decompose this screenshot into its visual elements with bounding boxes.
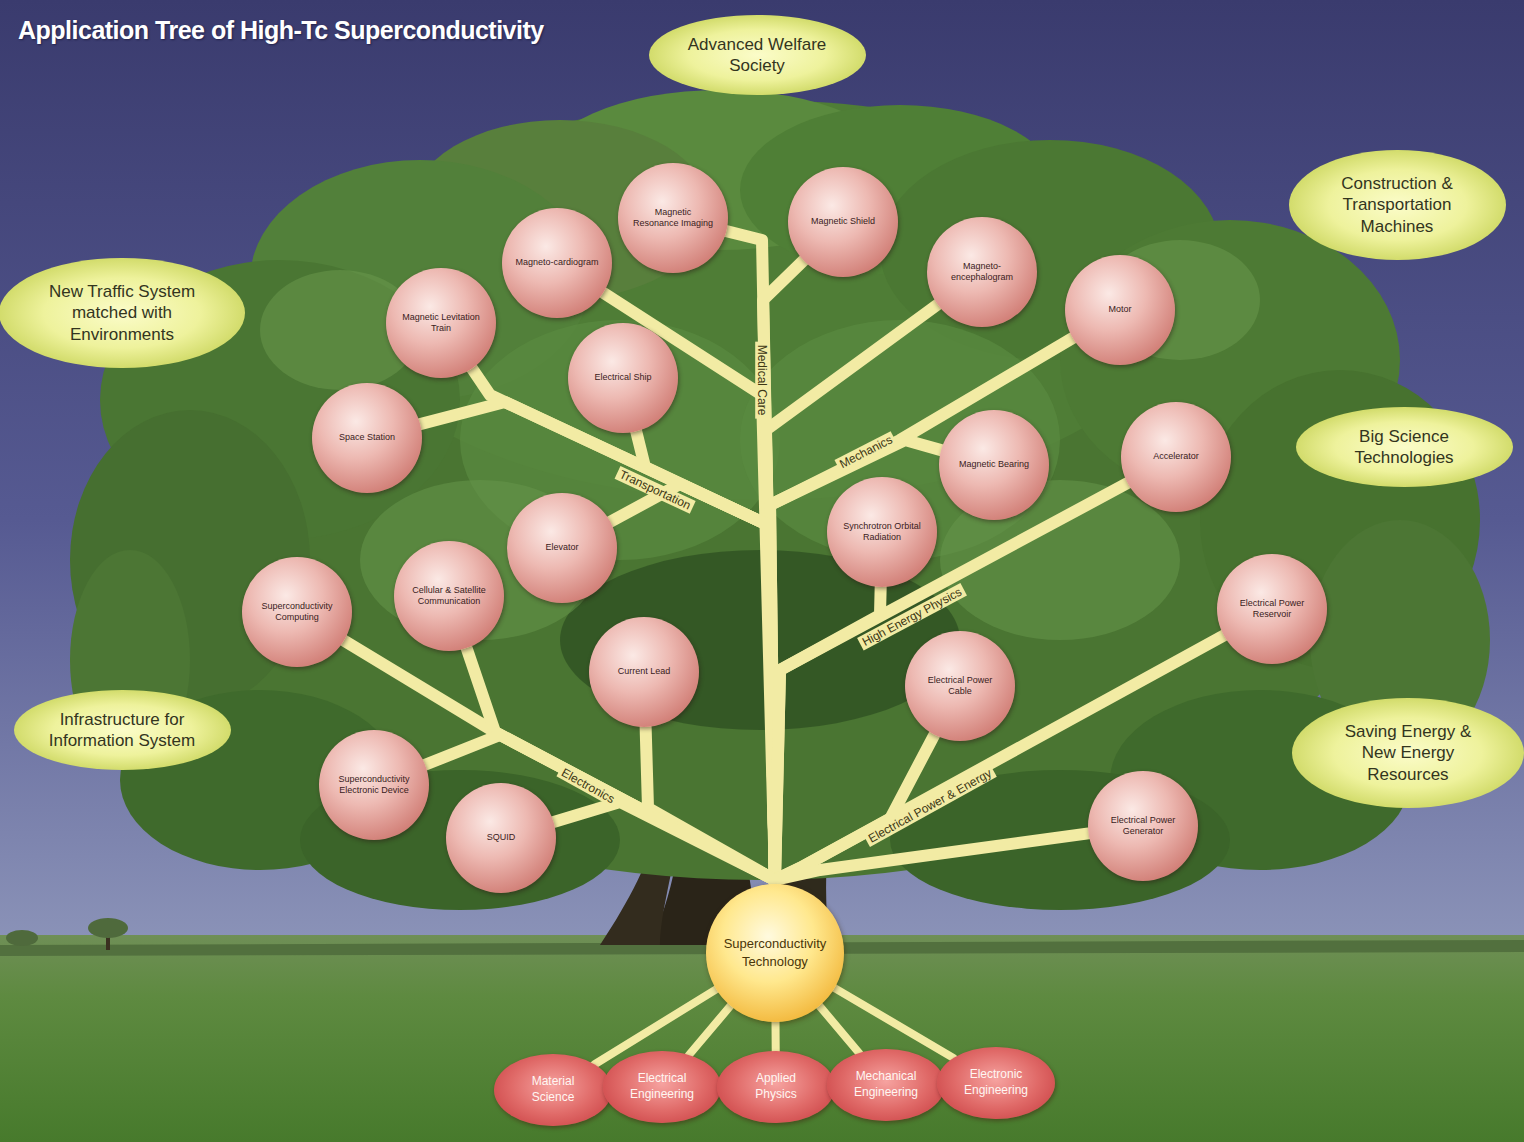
- branch-label: Electrical Power & Energy: [863, 765, 997, 848]
- node-text: Infrastructure for Information System: [47, 709, 197, 752]
- application-sphere: Magnetic Resonance Imaging: [618, 163, 728, 273]
- node-text: Magnetic Levitation Train: [399, 312, 483, 335]
- goal-ellipse: New Traffic System matched with Environm…: [0, 258, 245, 368]
- application-sphere: Electrical Power Generator: [1088, 771, 1198, 881]
- discipline-ellipse: Applied Physics: [717, 1051, 834, 1123]
- goal-ellipse: Saving Energy & New Energy Resources: [1292, 698, 1524, 808]
- tree-branch: [770, 338, 1073, 884]
- goal-ellipse: Advanced Welfare Society: [649, 15, 866, 95]
- branch-label: Transportation: [614, 466, 695, 514]
- node-text: Superconductivity Computing: [255, 601, 339, 624]
- root-line: [689, 1006, 731, 1056]
- node-text: Magneto-encephalogram: [940, 261, 1024, 284]
- application-sphere: Superconductivity Electronic Device: [319, 730, 429, 840]
- foliage: [300, 770, 620, 910]
- node-text: Big Science Technologies: [1329, 426, 1479, 469]
- node-text: Magnetic Resonance Imaging: [631, 207, 715, 230]
- goal-ellipse: Big Science Technologies: [1296, 407, 1513, 487]
- root-line: [819, 1006, 859, 1053]
- discipline-ellipse: Mechanical Engineering: [827, 1049, 944, 1121]
- node-text: Saving Energy & New Energy Resources: [1327, 721, 1489, 785]
- sky: [0, 0, 1524, 945]
- node-text: Electrical Power Generator: [1101, 815, 1185, 838]
- tree-branch: [775, 833, 1089, 884]
- application-sphere: SQUID: [446, 783, 556, 893]
- node-text: Electronic Engineering: [954, 1067, 1038, 1098]
- goal-ellipse: Construction & Transportation Machines: [1289, 150, 1506, 260]
- distant-crown: [6, 930, 38, 946]
- node-text: Accelerator: [1134, 451, 1218, 462]
- node-text: Applied Physics: [734, 1071, 818, 1102]
- application-sphere: Magnetic Shield: [788, 167, 898, 277]
- node-text: Current Lead: [602, 666, 686, 677]
- goal-ellipse: Infrastructure for Information System: [14, 690, 231, 770]
- node-text: Superconductivity Technology: [716, 935, 834, 971]
- branch-label: Electronics: [556, 764, 620, 808]
- application-sphere: Electrical Power Cable: [905, 631, 1015, 741]
- application-sphere: Space Station: [312, 383, 422, 493]
- node-text: Motor: [1078, 304, 1162, 315]
- diagram-title: Application Tree of High-Tc Superconduct…: [18, 16, 544, 45]
- branch-label: Medical Care: [755, 342, 769, 419]
- application-sphere: Magneto-encephalogram: [927, 217, 1037, 327]
- discipline-ellipse: Electrical Engineering: [603, 1051, 720, 1123]
- node-text: Electrical Ship: [581, 372, 665, 383]
- application-sphere: Superconductivity Computing: [242, 557, 352, 667]
- application-sphere: Accelerator: [1121, 402, 1231, 512]
- distant-tree: [6, 918, 128, 950]
- node-text: Magneto-cardiogram: [515, 257, 599, 268]
- root-line: [834, 988, 953, 1058]
- application-sphere: Motor: [1065, 255, 1175, 365]
- foliage: [70, 90, 1490, 910]
- node-text: Superconductivity Electronic Device: [332, 774, 416, 797]
- node-text: New Traffic System matched with Environm…: [36, 281, 208, 345]
- distant-crown: [88, 918, 128, 938]
- tree-branch: [775, 587, 881, 884]
- root-line: [771, 1022, 779, 1051]
- tree-branch: [554, 802, 775, 884]
- application-sphere: Electrical Power Reservoir: [1217, 554, 1327, 664]
- node-text: Cellular & Satellite Communication: [407, 585, 491, 608]
- application-sphere: Cellular & Satellite Communication: [394, 541, 504, 651]
- node-text: Construction & Transportation Machines: [1322, 173, 1472, 237]
- node-text: SQUID: [459, 832, 543, 843]
- node-text: Synchrotron Orbital Radiation: [840, 521, 924, 544]
- node-text: Electrical Power Reservoir: [1230, 598, 1314, 621]
- application-sphere: Synchrotron Orbital Radiation: [827, 477, 937, 587]
- grass-field: [0, 935, 1524, 1142]
- application-sphere: Current Lead: [589, 617, 699, 727]
- node-text: Advanced Welfare Society: [682, 34, 832, 77]
- node-text: Magnetic Bearing: [952, 459, 1036, 470]
- node-text: Electrical Power Cable: [918, 675, 1002, 698]
- node-text: Elevator: [520, 542, 604, 553]
- discipline-ellipse: Material Science: [494, 1054, 611, 1126]
- application-sphere: Magneto-cardiogram: [502, 208, 612, 318]
- node-text: Mechanical Engineering: [844, 1069, 928, 1100]
- tree-branch: [646, 727, 775, 884]
- node-text: Material Science: [511, 1074, 595, 1105]
- application-sphere: Magnetic Levitation Train: [386, 268, 496, 378]
- application-sphere: Electrical Ship: [568, 323, 678, 433]
- application-sphere: Elevator: [507, 493, 617, 603]
- application-sphere: Magnetic Bearing: [939, 410, 1049, 520]
- node-text: Magnetic Shield: [801, 216, 885, 227]
- root-circle: Superconductivity Technology: [706, 884, 843, 1021]
- node-text: Space Station: [325, 432, 409, 443]
- branch-label: Mechanics: [835, 431, 898, 473]
- discipline-ellipse: Electronic Engineering: [937, 1047, 1054, 1119]
- node-text: Electrical Engineering: [620, 1071, 704, 1102]
